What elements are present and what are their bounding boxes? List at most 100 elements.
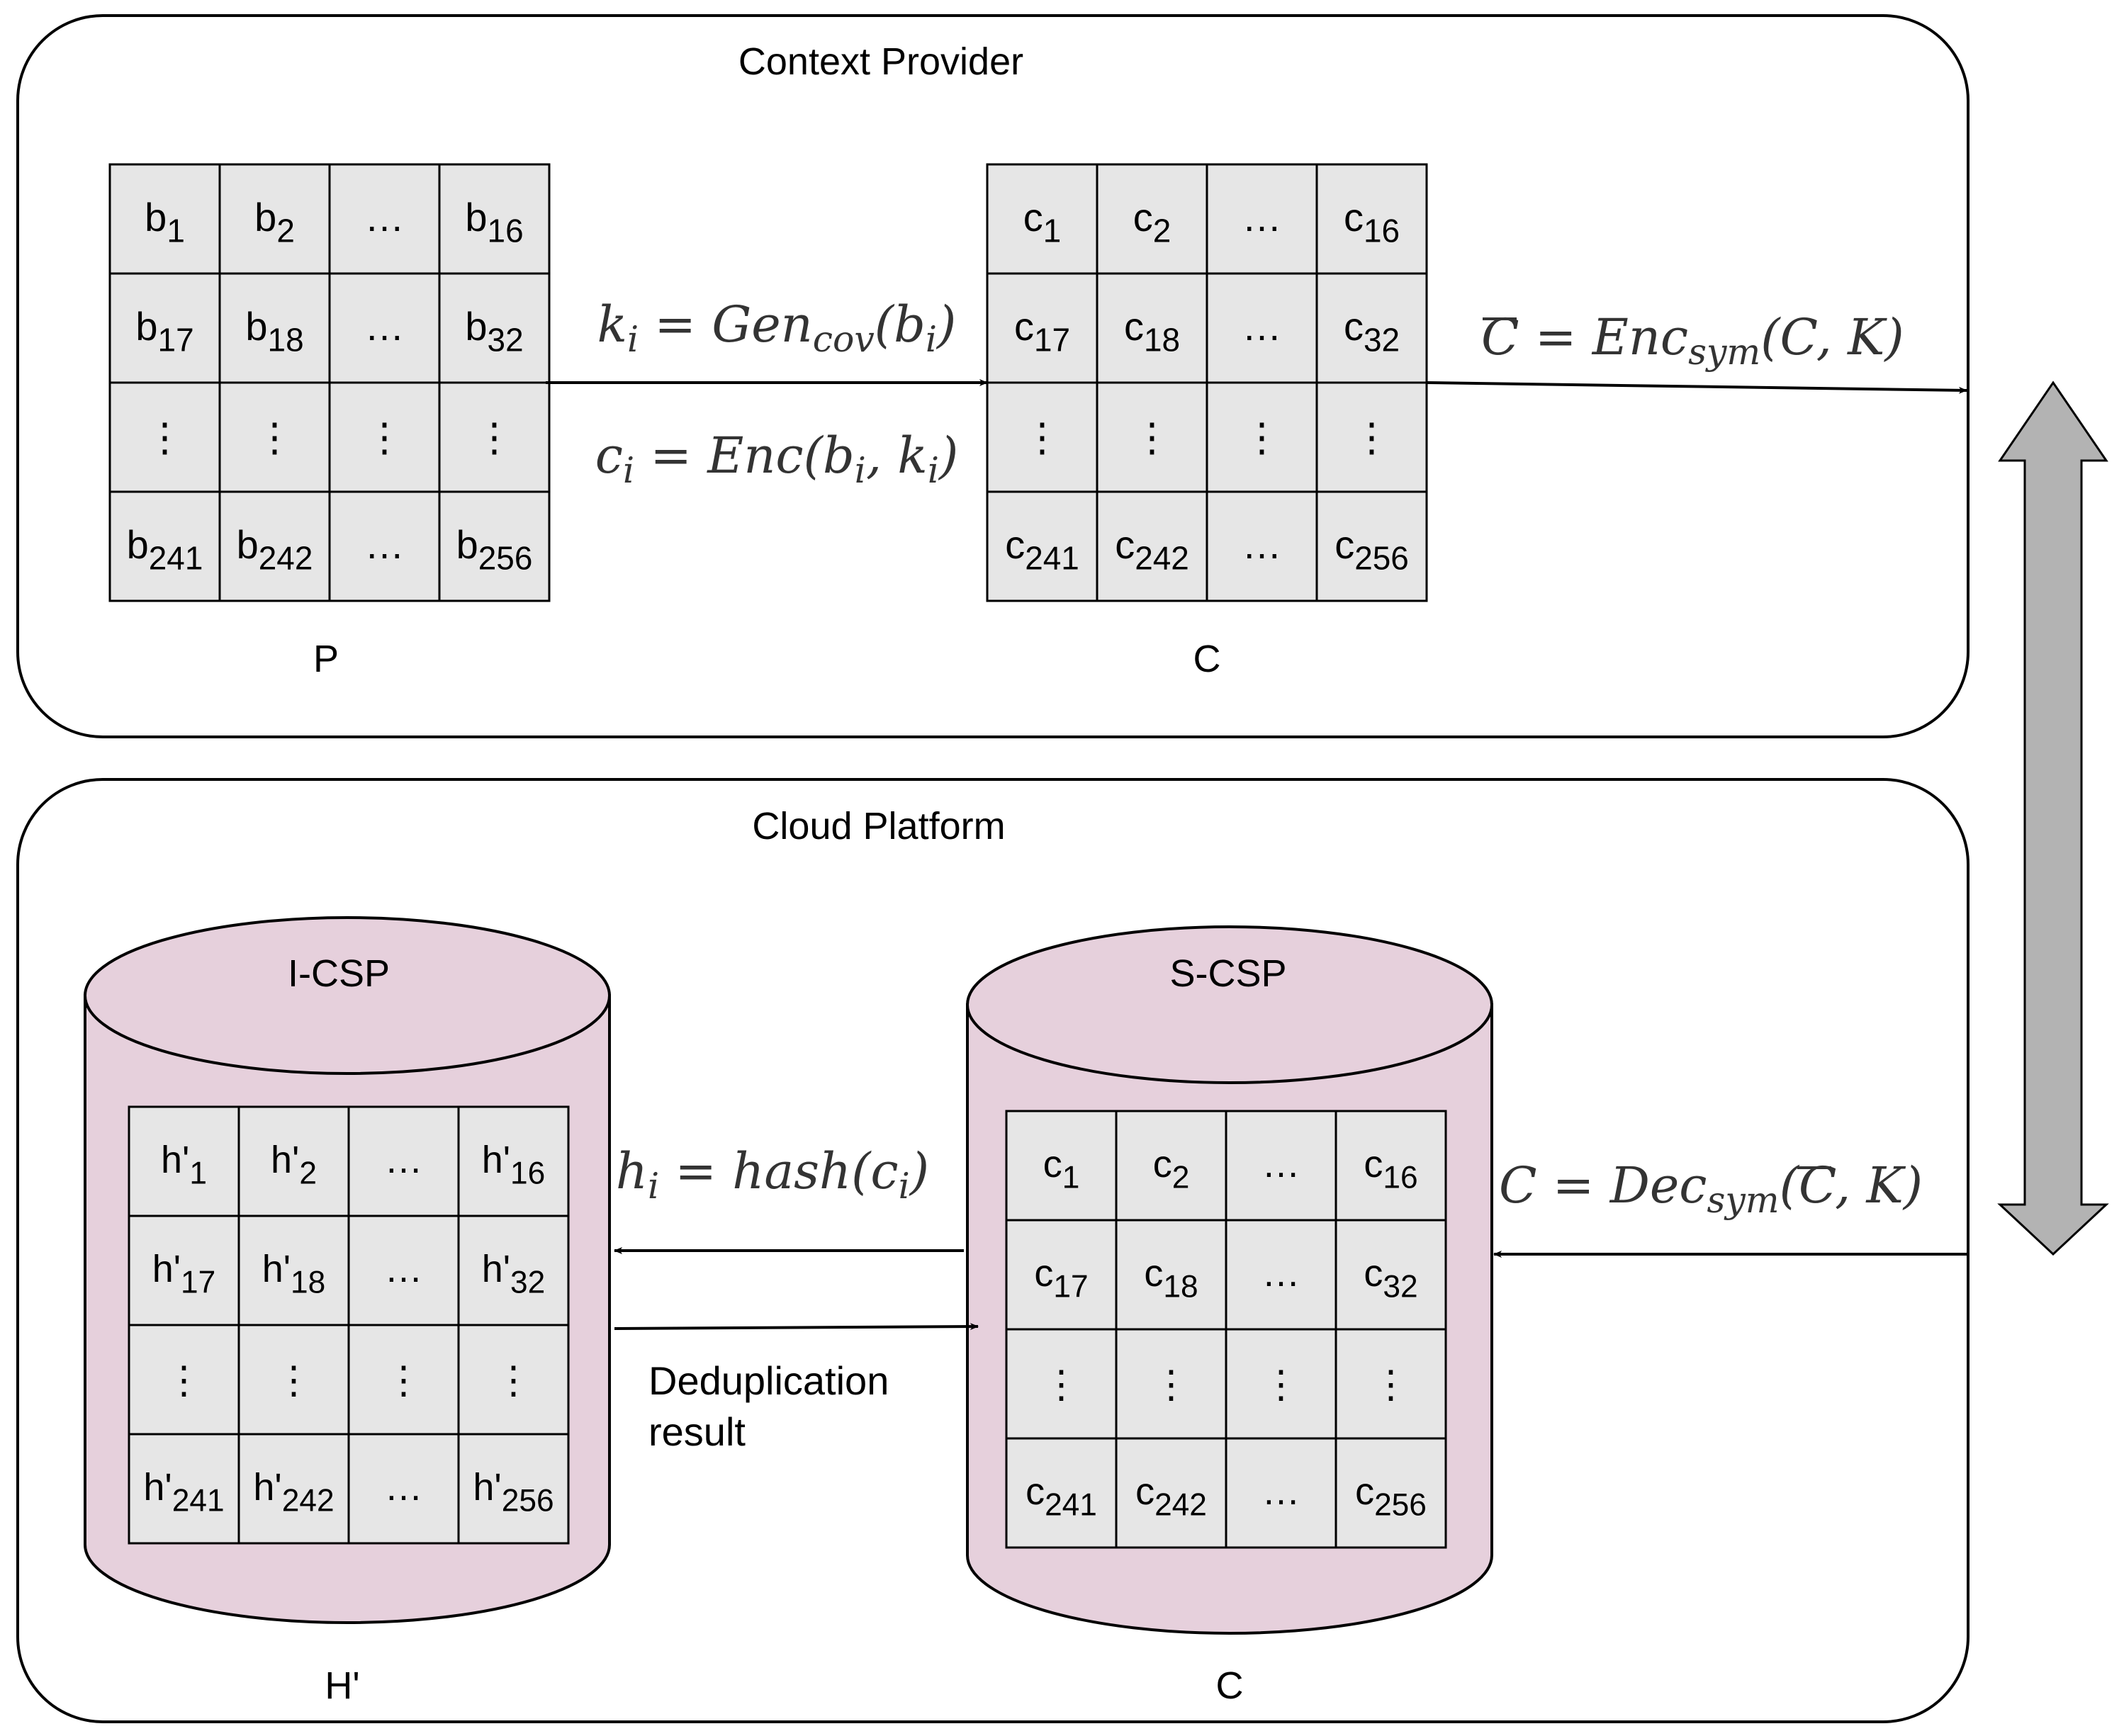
matrix-cell-label: ⋮ bbox=[495, 1359, 533, 1402]
matrix-cell bbox=[1005, 1219, 1118, 1331]
matrix-cell bbox=[1334, 1437, 1447, 1549]
matrix-cell-label: h'241 bbox=[143, 1466, 224, 1518]
matrix-cell bbox=[218, 272, 331, 384]
matrix-cell-label: h'32 bbox=[482, 1248, 546, 1300]
matrix-cell bbox=[1225, 1328, 1337, 1440]
matrix-cell-label: … bbox=[1242, 304, 1282, 349]
matrix-cell-label: ⋮ bbox=[145, 415, 185, 460]
matrix-cell-label: ⋮ bbox=[365, 415, 405, 460]
matrix-cell-label: c32 bbox=[1344, 304, 1400, 359]
matrix-cell bbox=[438, 272, 551, 384]
matrix-cell bbox=[237, 1105, 350, 1217]
matrix-cell-label: b1 bbox=[145, 195, 185, 249]
matrix-c-caption: C bbox=[1193, 638, 1221, 680]
matrix-cell-label: c16 bbox=[1364, 1143, 1417, 1195]
matrix-cell bbox=[1315, 272, 1428, 384]
symmetric-decryption-formula: C = Decsym(C, K) bbox=[1499, 1156, 1923, 1221]
matrix-cell-label: b17 bbox=[135, 304, 193, 359]
matrix-cell-label: ⋮ bbox=[1262, 1363, 1300, 1406]
dedup-result-label: Deduplication result bbox=[648, 1358, 900, 1454]
matrix-cell-label: ⋮ bbox=[385, 1359, 423, 1402]
matrix-cell bbox=[1206, 381, 1318, 493]
matrix-cell-label: c16 bbox=[1344, 195, 1400, 249]
cloud-platform-title: Cloud Platform bbox=[752, 805, 1005, 847]
matrix-cell-label: c32 bbox=[1364, 1252, 1417, 1304]
matrix-cell bbox=[1206, 490, 1318, 602]
matrix-cell bbox=[438, 381, 551, 493]
block-encryption-formula: ci = Enc(bi, ki) bbox=[595, 427, 959, 491]
matrix-p-caption: P bbox=[313, 638, 339, 680]
matrix-cell bbox=[1315, 490, 1428, 602]
matrix-cell-label: ⋮ bbox=[1043, 1363, 1081, 1406]
matrix-cell-label: h'242 bbox=[253, 1466, 334, 1518]
matrix-cell-label: … bbox=[385, 1248, 423, 1290]
matrix-cell-label: h'17 bbox=[152, 1248, 216, 1300]
matrix-cell-label: h'18 bbox=[262, 1248, 326, 1300]
matrix-cell-label: b2 bbox=[254, 195, 295, 249]
matrix-cell-label: ⋮ bbox=[1133, 415, 1172, 460]
matrix-cell bbox=[128, 1433, 240, 1545]
matrix-cell-label: c17 bbox=[1014, 304, 1070, 359]
matrix-cell-label: ⋮ bbox=[475, 415, 515, 460]
matrix-cell bbox=[1206, 163, 1318, 275]
bidirectional-transfer-arrow bbox=[1997, 381, 2109, 1256]
matrix-cell bbox=[108, 490, 221, 602]
matrix-cell bbox=[128, 1324, 240, 1436]
matrix-cell bbox=[1096, 381, 1208, 493]
matrix-cell-label: c2 bbox=[1153, 1143, 1190, 1195]
matrix-cell-label: … bbox=[1262, 1252, 1300, 1295]
matrix-cell-label: … bbox=[1262, 1143, 1300, 1185]
matrix-cell bbox=[1315, 381, 1428, 493]
matrix-cell-label: h'256 bbox=[473, 1466, 554, 1518]
matrix-cell-label: c2 bbox=[1133, 195, 1171, 249]
matrix-cell bbox=[457, 1433, 570, 1545]
matrix-cell-label: … bbox=[365, 304, 405, 349]
matrix-cell bbox=[1115, 1437, 1227, 1549]
matrix-cell bbox=[1115, 1328, 1227, 1440]
matrix-cell-label: … bbox=[385, 1466, 423, 1509]
matrix-cell-label: c256 bbox=[1334, 522, 1409, 577]
matrix-cell-label: b18 bbox=[245, 304, 303, 359]
matrix-cell-label: b256 bbox=[456, 522, 533, 577]
matrix-cell-label: b242 bbox=[237, 522, 313, 577]
matrix-cell bbox=[1225, 1437, 1337, 1549]
matrix-cell-label: b241 bbox=[127, 522, 203, 577]
matrix-cell bbox=[108, 381, 221, 493]
matrix-cell-label: ⋮ bbox=[1023, 415, 1062, 460]
matrix-cell bbox=[986, 272, 1098, 384]
matrix-cell bbox=[218, 490, 331, 602]
symmetric-encrypt-arrow bbox=[1426, 381, 1967, 394]
matrix-cell bbox=[1005, 1328, 1118, 1440]
matrix-cell bbox=[1225, 1110, 1337, 1222]
matrix-cell-label: … bbox=[1242, 522, 1282, 567]
matrix-cell bbox=[218, 381, 331, 493]
matrix-cell-label: h'16 bbox=[482, 1139, 546, 1190]
matrix-cell-label: h'1 bbox=[161, 1139, 207, 1190]
matrix-cell-label: … bbox=[385, 1139, 423, 1181]
matrix-cell-label: c241 bbox=[1005, 522, 1079, 577]
matrix-cell bbox=[1096, 490, 1208, 602]
matrix-cell-label: c18 bbox=[1144, 1252, 1198, 1304]
matrix-cell bbox=[438, 163, 551, 275]
matrix-cell bbox=[986, 490, 1098, 602]
matrix-cell bbox=[218, 163, 331, 275]
dedup-result-arrow bbox=[614, 1323, 979, 1331]
matrix-cell-label: b16 bbox=[465, 195, 523, 249]
matrix-cell-label: ⋮ bbox=[1352, 415, 1392, 460]
matrix-cell bbox=[1005, 1110, 1118, 1222]
matrix-cell bbox=[457, 1105, 570, 1217]
matrix-cell-label: ⋮ bbox=[255, 415, 295, 460]
matrix-cell-label: … bbox=[365, 522, 405, 567]
matrix-cell-label: c17 bbox=[1034, 1252, 1088, 1304]
matrix-cell bbox=[1206, 272, 1318, 384]
matrix-cell-label: c242 bbox=[1135, 1470, 1207, 1522]
matrix-cell bbox=[347, 1214, 460, 1326]
matrix-cell-label: ⋮ bbox=[165, 1359, 203, 1402]
matrix-h-caption: H' bbox=[325, 1664, 359, 1707]
matrix-cell bbox=[1096, 163, 1208, 275]
matrix-cell bbox=[1334, 1110, 1447, 1222]
scsp-label: S-CSP bbox=[1169, 952, 1286, 995]
